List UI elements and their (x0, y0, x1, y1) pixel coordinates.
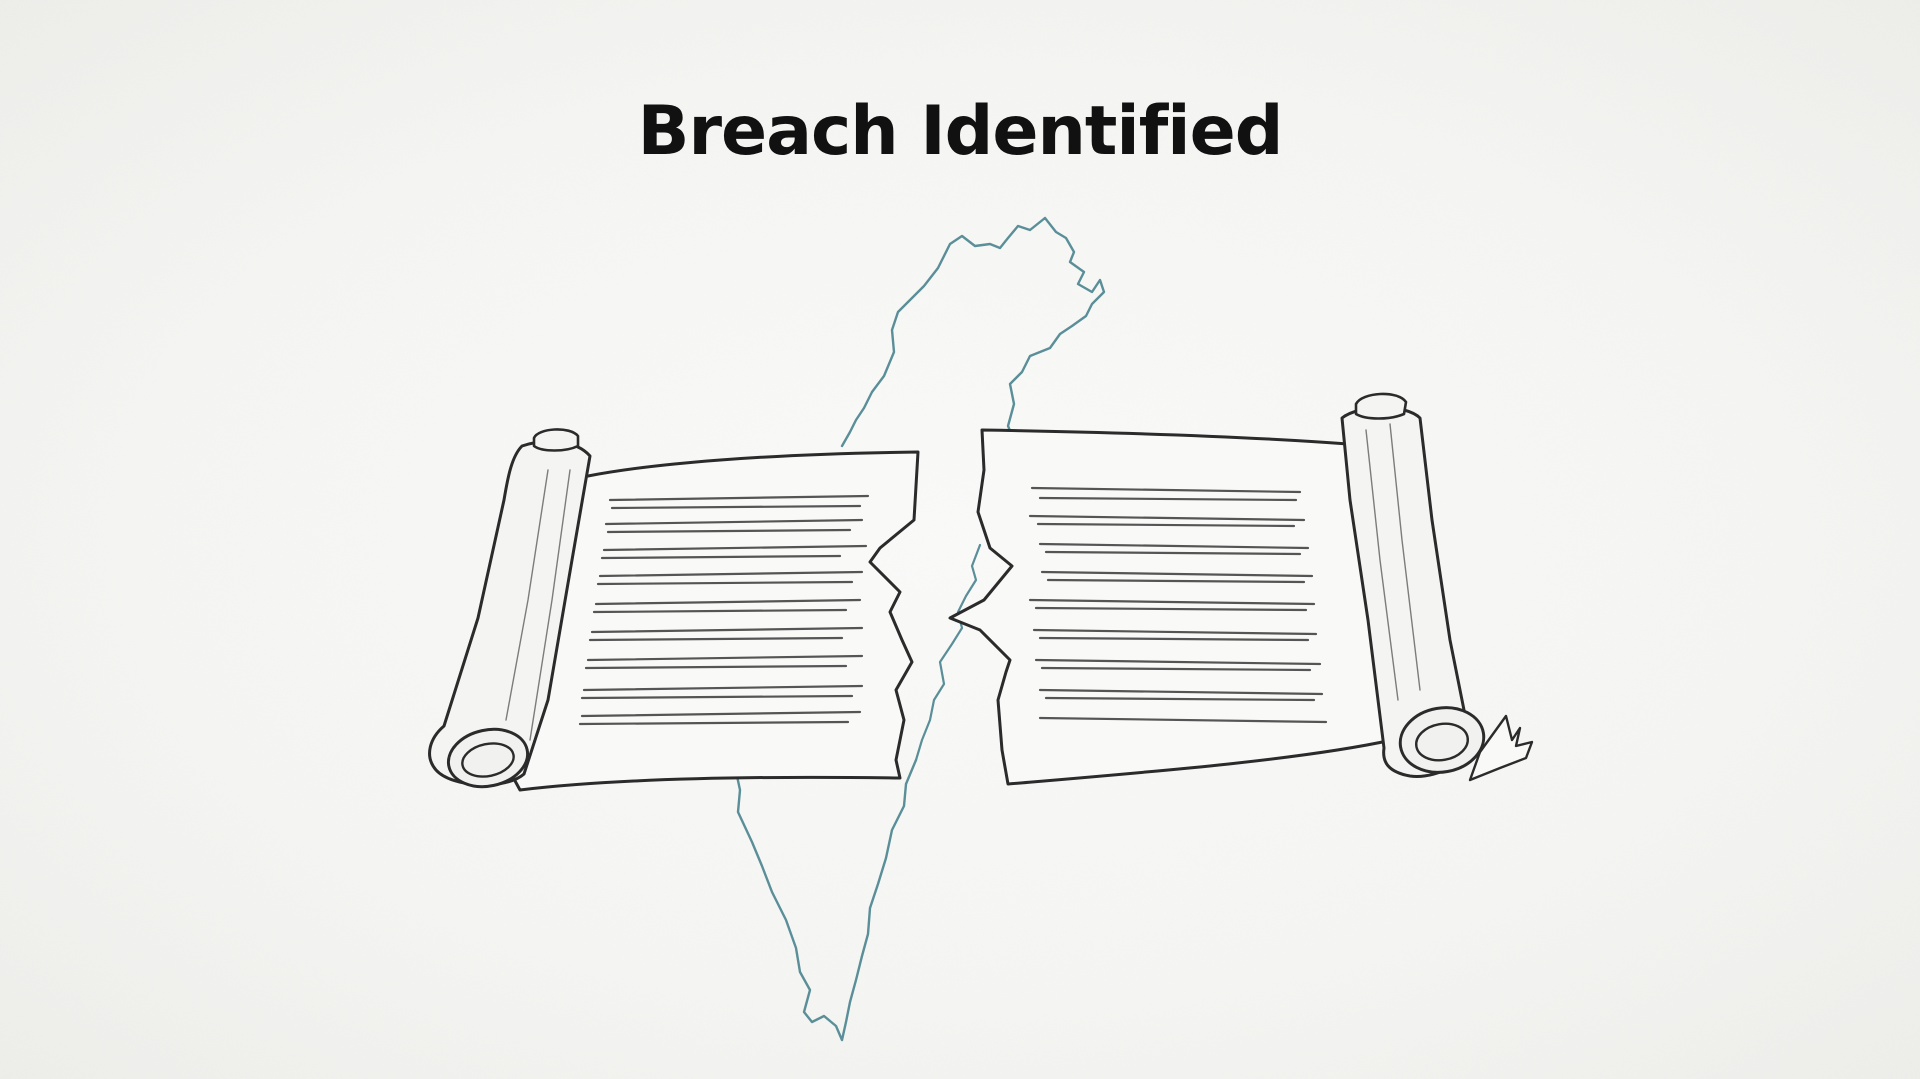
left-scroll-roll (428, 439, 592, 787)
left-scroll-text-lines (578, 494, 870, 726)
right-roll-core (1415, 722, 1469, 762)
left-roll-knob (532, 428, 580, 452)
left-roll-core (461, 742, 515, 778)
torn-paper-tail (1468, 714, 1534, 782)
right-scroll-text-lines (1028, 486, 1328, 724)
right-scroll-sheet (948, 428, 1394, 786)
map-outline (840, 216, 1106, 478)
left-scroll-sheet (506, 450, 920, 792)
map-outline-south (732, 758, 918, 1042)
slide-title: Breach Identified (637, 92, 1284, 171)
right-roll-knob (1354, 392, 1408, 420)
map-outline-crack (914, 543, 982, 762)
